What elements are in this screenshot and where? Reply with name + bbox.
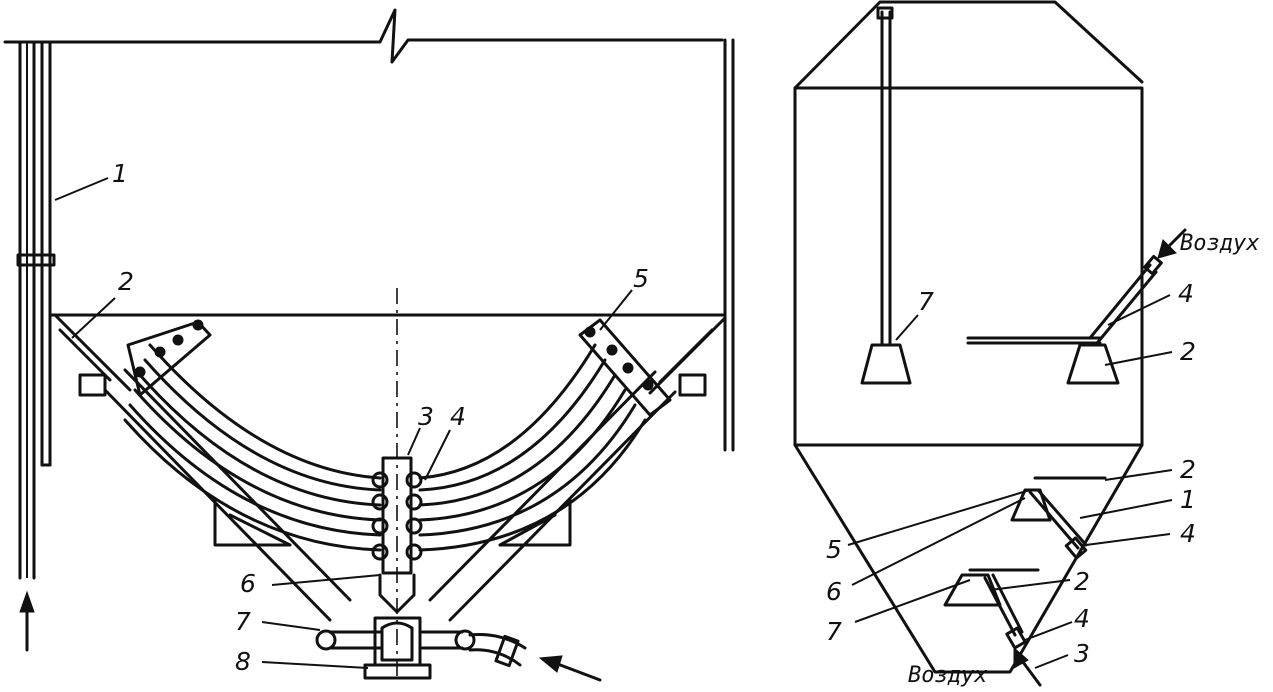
right-label-4-low: 4 <box>1074 604 1090 633</box>
right-label-2-mid: 2 <box>1180 455 1196 484</box>
right-silo-view: 7 4 2 2 1 4 5 6 2 7 4 3 Воздух Воздух <box>793 0 1259 688</box>
tube-bundle-left <box>123 343 382 552</box>
right-label-3: 3 <box>1074 639 1090 668</box>
aerator-lower-2 <box>943 568 1040 650</box>
left-bunker-view: 1 2 3 4 5 6 7 8 <box>3 8 735 682</box>
air-label-bottom: Воздух <box>908 663 987 688</box>
label-3: 3 <box>418 402 434 431</box>
silo-roof <box>793 0 1144 90</box>
label-8: 8 <box>235 647 251 676</box>
label-4: 4 <box>450 402 466 431</box>
right-label-2-low: 2 <box>1074 567 1090 596</box>
aerator-upper-right <box>966 254 1163 385</box>
right-label-2-top: 2 <box>1180 337 1196 366</box>
tube-bundle-right <box>418 343 647 552</box>
right-label-1: 1 <box>1180 485 1196 514</box>
right-label-7-top: 7 <box>918 287 934 316</box>
right-label-7-low: 7 <box>826 617 842 646</box>
air-arrow-bottom <box>1013 646 1042 687</box>
vertical-pipe <box>16 40 56 580</box>
aerator-lower-1 <box>1010 476 1107 560</box>
inflow-arrow <box>19 590 35 652</box>
right-flange <box>578 318 672 417</box>
air-arrow-top <box>1157 228 1187 259</box>
bunker-top-edge <box>3 8 724 64</box>
right-label-5: 5 <box>826 535 842 564</box>
right-label-6: 6 <box>826 577 842 606</box>
left-flange <box>126 320 212 397</box>
right-label-4-mid: 4 <box>1180 519 1196 548</box>
air-inlet-arrow <box>538 655 602 682</box>
right-label-4-top: 4 <box>1178 279 1194 308</box>
aerator-rod-top <box>860 6 912 385</box>
air-inlet-pipe <box>468 633 527 667</box>
air-label-top: Воздух <box>1180 231 1259 256</box>
label-6: 6 <box>240 569 256 598</box>
label-2: 2 <box>118 267 134 296</box>
silo-body <box>793 86 1144 447</box>
label-5: 5 <box>633 264 649 293</box>
label-1: 1 <box>112 159 128 188</box>
label-7: 7 <box>235 607 251 636</box>
hopper-hull <box>103 368 677 622</box>
